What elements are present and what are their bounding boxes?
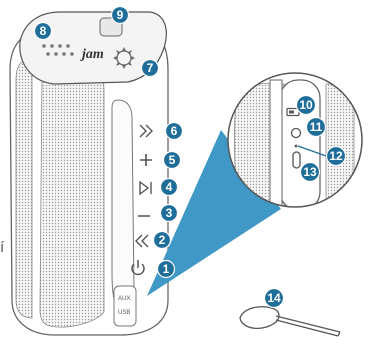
callout-8-top-cap-dot-pattern: 8 [35,23,52,40]
callout-number: 4 [166,180,173,194]
callout-number: 14 [267,291,281,305]
callout-number: 12 [329,149,343,163]
callout-number: 6 [171,124,178,138]
callout-number: 7 [147,61,154,75]
sim-eject-tool [240,307,340,336]
status-led [295,145,298,148]
callout-9-top-cap-square-button: 9 [112,7,129,24]
front-grille [40,63,104,327]
callout-13-usb-charging-port: 13 [301,163,320,182]
callout-number: 2 [159,233,166,247]
callout-number: 10 [299,98,313,112]
switch-label-aux: AUX [118,296,130,302]
callout-10-battery-indicator: 10 [297,96,316,115]
callout-number: 13 [303,165,317,179]
callout-14-sim-eject-tool: 14 [265,289,284,308]
callout-12-status-light: 12 [327,147,346,166]
callout-number: 5 [169,153,176,167]
side-partial-text: í [0,239,5,256]
callout-number: 3 [166,206,173,220]
brand-logo: jam [80,47,104,62]
left-grille [16,61,32,318]
switch-label-usb: USB [118,310,130,316]
callout-6-next-track-button: 6 [166,123,183,140]
aux-jack[interactable] [292,129,301,138]
callout-4-play-pause-button: 4 [161,179,178,196]
callout-5-volume-up-button: 5 [164,152,181,169]
callout-number: 11 [310,120,323,134]
usb-port[interactable] [293,152,300,168]
callout-number: 9 [117,8,124,22]
callout-11-aux-input-jack: 11 [307,118,326,137]
callout-3-volume-down-button: 3 [161,205,178,222]
callout-7-top-cap-gear-emblem: 7 [142,60,159,77]
callout-number: 1 [163,262,170,276]
callout-number: 8 [40,24,47,38]
aux-usb-switch[interactable]: AUX USB [114,286,136,326]
callout-1-power-button: 1 [158,261,175,278]
callout-2-previous-track-button: 2 [154,232,171,249]
control-strip [112,100,134,306]
